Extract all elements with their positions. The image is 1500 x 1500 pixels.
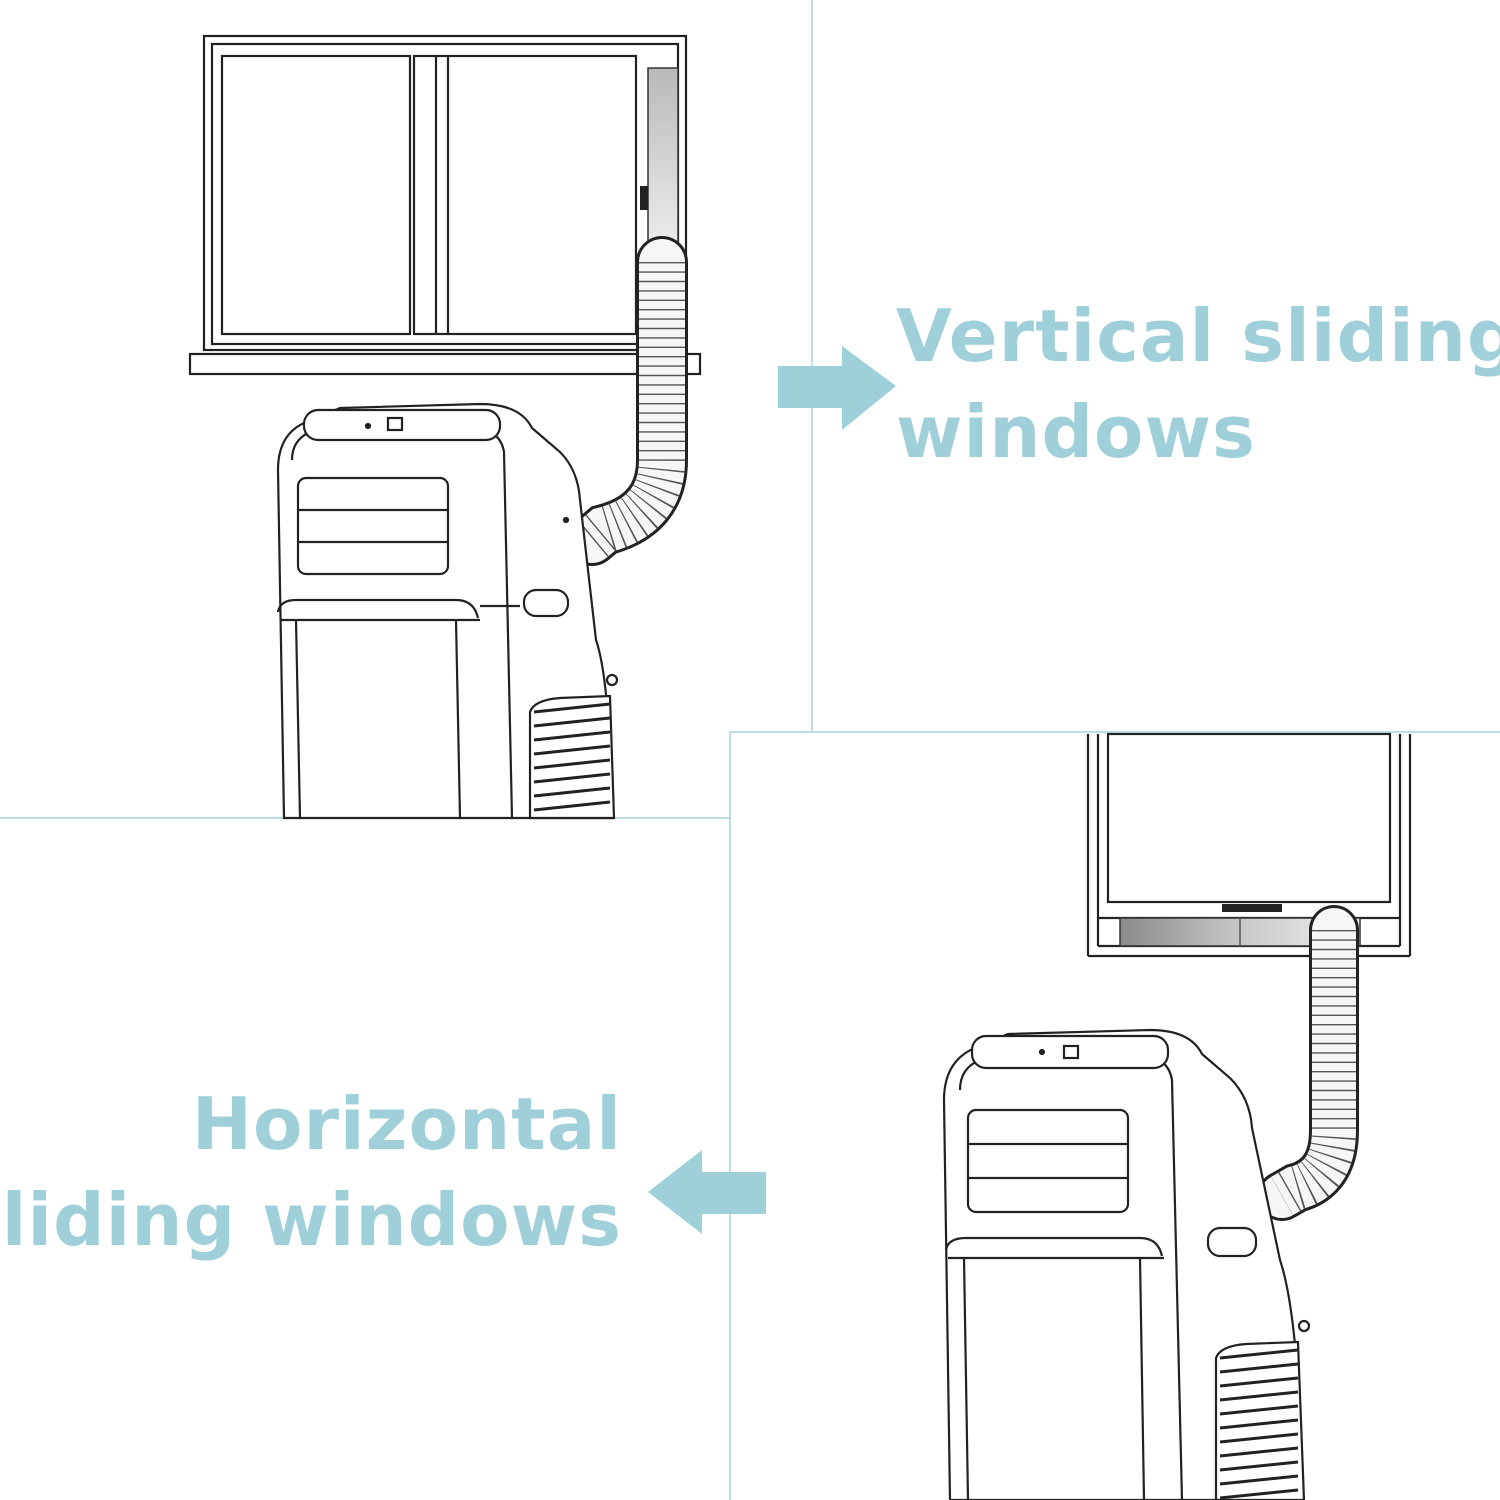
arrow-right-icon <box>778 346 896 430</box>
window-latch <box>640 186 648 210</box>
ac-vent-grille-horizontal <box>1219 1348 1299 1500</box>
arrow-left-icon <box>648 1150 766 1234</box>
caption-vertical-line2: windows <box>896 390 1256 474</box>
exhaust-hose-horizontal <box>1257 905 1359 1221</box>
window-latch <box>1222 904 1282 912</box>
exhaust-hose-vertical <box>566 236 688 566</box>
air-conditioner-horizontal <box>942 1028 1311 1500</box>
air-conditioner-vertical <box>276 402 619 820</box>
ac-vent-grille-vertical <box>533 702 611 812</box>
caption-horizontal-sliding-windows: Horizontal sliding windows <box>0 1076 622 1268</box>
window-vent-kit-vertical <box>647 67 679 269</box>
vertical-window <box>188 34 702 376</box>
caption-horizontal-line2: sliding windows <box>0 1178 622 1262</box>
caption-vertical-line1: Vertical sliding <box>896 294 1500 378</box>
caption-vertical-sliding-windows: Vertical sliding windows <box>896 288 1500 480</box>
caption-horizontal-line1: Horizontal <box>191 1082 622 1166</box>
